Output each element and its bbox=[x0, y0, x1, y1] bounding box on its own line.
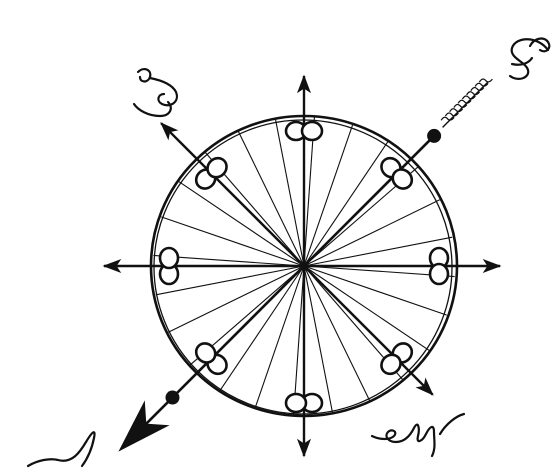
loop-right bbox=[430, 264, 448, 284]
loop-pair-7 bbox=[160, 248, 178, 284]
wheel-spoke-5 bbox=[304, 200, 440, 266]
loop-pair-5 bbox=[286, 394, 322, 412]
axis-dot-southwest bbox=[165, 391, 179, 405]
wheel-spoke-23 bbox=[238, 130, 304, 266]
bottom-left-script-glyph bbox=[28, 432, 95, 466]
bottom-right-script-glyph bbox=[372, 414, 464, 456]
loop-pair-3 bbox=[430, 248, 448, 284]
wheel-spoke-17 bbox=[168, 266, 304, 332]
loop-right bbox=[286, 394, 306, 412]
loop-pair-1 bbox=[286, 122, 322, 140]
axis-hatch-northeast-10 bbox=[479, 79, 492, 82]
loop-right bbox=[302, 122, 322, 140]
loop-right bbox=[160, 248, 178, 268]
axis-dot-northeast bbox=[427, 129, 441, 143]
axis-line-southeast bbox=[304, 266, 433, 395]
axis-line-northeast bbox=[304, 134, 436, 266]
top-right-script-glyph bbox=[510, 39, 549, 79]
axis-line-northwest bbox=[161, 123, 304, 266]
wheel-spoke-11 bbox=[304, 266, 370, 402]
top-left-script-glyph bbox=[134, 69, 177, 116]
wheel-spoke-12 bbox=[304, 266, 333, 414]
